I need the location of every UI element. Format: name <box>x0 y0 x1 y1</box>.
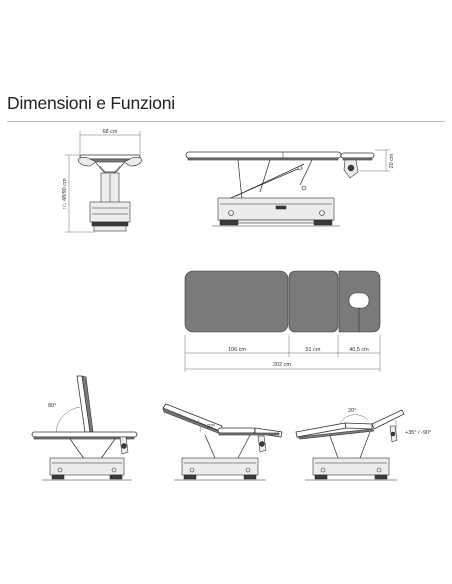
front-width-label: 68 cm <box>103 129 118 135</box>
side-view: 20 cm <box>185 149 395 227</box>
leg-angle-label: 22° <box>207 424 215 430</box>
function-headrest-angle: 20° +35° / -90° <box>295 408 431 481</box>
top-total-length: 202 cm <box>273 362 291 368</box>
page-title: Dimensioni e Funzioni <box>7 93 175 113</box>
top-length-seg1: 106 cm <box>228 347 246 353</box>
headrest-height-label: 20 cm <box>389 153 395 168</box>
head-angle-label: 20° <box>348 408 356 414</box>
front-view: 68 cm ↑/↓ 48/90 cm <box>62 129 143 233</box>
front-height-label: ↑/↓ 48/90 cm <box>62 178 68 210</box>
function-legs-raised: 22° <box>162 403 283 481</box>
title-divider <box>7 121 445 122</box>
head-range-label: +35° / -90° <box>405 430 431 436</box>
backrest-angle-label: 80° <box>48 403 56 409</box>
top-length-seg3: 40,5 cm <box>349 347 369 353</box>
top-view: 106 cm 51 cm 40,5 cm 202 cm <box>184 270 381 372</box>
top-length-seg2: 51 cm <box>306 347 321 353</box>
function-backrest-raised: 80° <box>31 375 138 481</box>
